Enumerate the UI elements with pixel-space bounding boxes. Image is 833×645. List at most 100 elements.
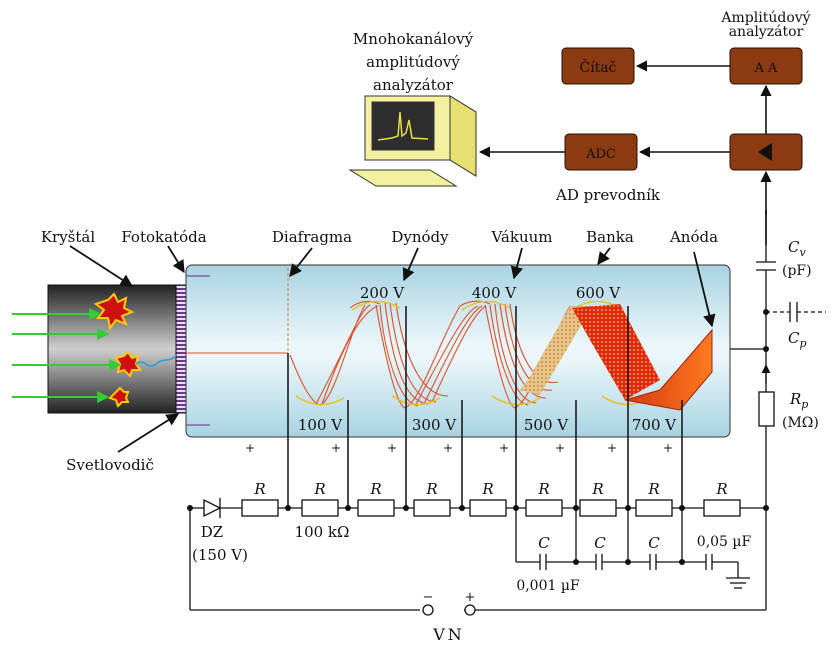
- junction-anode: [763, 346, 769, 352]
- plus-mark: +: [331, 441, 341, 455]
- resistor-label: R: [715, 480, 727, 498]
- cv-symbol: Cv: [788, 238, 806, 259]
- minus-sign: −: [423, 590, 434, 605]
- dynode-voltage-bottom: 100 V: [298, 416, 343, 434]
- adc-box: ADC: [564, 133, 638, 171]
- divider-junction: [403, 505, 409, 511]
- plus-mark: +: [555, 441, 565, 455]
- crystal-label: Kryštál: [41, 228, 96, 246]
- resistor: [525, 499, 563, 517]
- divider-junction: [679, 505, 685, 511]
- c-symbol-3: C: [648, 534, 660, 552]
- right-coupling: [716, 210, 826, 508]
- anode-plate: [624, 328, 713, 411]
- divider-junction: [285, 505, 291, 511]
- dynodes-label: Dynódy: [391, 228, 449, 246]
- resistor: [413, 499, 451, 517]
- photon-wave-icon: [135, 355, 177, 367]
- counter-box: Čítač: [561, 47, 635, 85]
- r-value-label: 100 kΩ: [295, 523, 350, 541]
- plus-mark: +: [245, 441, 255, 455]
- dynode-voltages-bottom: 100 V 300 V 500 V 700 V: [298, 416, 677, 434]
- resistor: [469, 499, 507, 517]
- vacuum-label: Vákuum: [490, 228, 552, 246]
- dynode-voltage-top: 200 V: [360, 284, 405, 302]
- dynode-voltage-top: 400 V: [472, 284, 517, 302]
- amplitude-analyzer-label-2: analyzátor: [729, 24, 804, 40]
- amplitude-analyzer-label-1: Amplitúdový: [720, 9, 810, 26]
- computer-icon: [348, 95, 477, 187]
- resistor-label: R: [537, 480, 549, 498]
- resistor-label: R: [425, 480, 437, 498]
- power-label: VN: [432, 625, 465, 644]
- divider-junction: [513, 505, 519, 511]
- zener-diode-icon: [203, 498, 222, 518]
- divider-junction: [573, 505, 579, 511]
- aa-box: A A: [729, 47, 803, 85]
- dynode-leads: [287, 306, 683, 508]
- counter-label: Čítač: [579, 58, 616, 76]
- plus-mark: +: [607, 441, 617, 455]
- multichannel-label-2: amplitúdový: [366, 53, 460, 71]
- c-value: 0,001 µF: [516, 578, 580, 594]
- adc-label: ADC: [585, 147, 616, 162]
- c-big-value: 0,05 µF: [697, 534, 752, 550]
- plus-mark: +: [387, 441, 397, 455]
- capacitor-junction: [679, 559, 685, 565]
- divider-junction: [459, 505, 465, 511]
- anode-label: Anóda: [669, 228, 718, 246]
- dynode-voltage-bottom: 700 V: [632, 416, 677, 434]
- resistor: [579, 499, 617, 517]
- rp-symbol: Rp: [789, 390, 808, 411]
- capacitor-junctions: [187, 505, 769, 565]
- dz-value: (150 V): [192, 546, 248, 564]
- resistor-label: R: [313, 480, 325, 498]
- diaphragm-label: Diafragma: [272, 228, 352, 246]
- scintillation-flash-icon: [93, 292, 135, 331]
- bulb-label: Banka: [586, 228, 634, 246]
- capacitor-junction: [625, 559, 631, 565]
- light-guide-label: Svetlovodič: [66, 456, 154, 474]
- plus-mark: +: [499, 441, 509, 455]
- resistor-label: R: [253, 480, 265, 498]
- resistor-label: R: [591, 480, 603, 498]
- divider-junction: [763, 505, 769, 511]
- divider-wire: [189, 507, 767, 611]
- polarity-marks: ++++++++: [245, 441, 673, 455]
- multichannel-label-3: analyzátor: [373, 76, 454, 94]
- resistor-label: R: [369, 480, 381, 498]
- dynode-voltage-bottom: 500 V: [524, 416, 569, 434]
- rp-unit: (MΩ): [782, 415, 819, 431]
- multichannel-label-1: Mnohokanálový: [353, 30, 474, 48]
- junction-cp: [763, 309, 769, 315]
- capacitor-junction: [573, 559, 579, 565]
- resistor: [241, 499, 279, 517]
- plus-sign: +: [465, 590, 476, 605]
- cv-unit: (pF): [782, 263, 812, 279]
- dynode-voltage-top: 600 V: [576, 284, 621, 302]
- incoming-rays: [12, 308, 122, 403]
- capacitor-chain: [515, 508, 750, 589]
- resistor: [635, 499, 673, 517]
- c-symbol-1: C: [538, 534, 550, 552]
- amplifier-box: [729, 133, 803, 171]
- dz-label: DZ: [201, 523, 223, 541]
- dynode-voltages-top: 200 V 400 V 600 V: [360, 284, 621, 302]
- scintillation-flash-icon-3: [108, 386, 130, 408]
- dynode-voltage-bottom: 300 V: [412, 416, 457, 434]
- pointer-arrows: [69, 245, 716, 453]
- divider-junction: [625, 505, 631, 511]
- divider-junction: [187, 505, 193, 511]
- plus-mark: +: [663, 441, 673, 455]
- resistor-label: R: [647, 480, 659, 498]
- electron-cloud-mid: [572, 304, 660, 400]
- crystal: [47, 284, 187, 414]
- resistor: [357, 499, 395, 517]
- resistor: [703, 499, 741, 517]
- resistor: [301, 499, 339, 517]
- c-symbol-2: C: [594, 534, 606, 552]
- light-guide-strip: [175, 284, 187, 414]
- electron-cloud-low: [520, 306, 620, 395]
